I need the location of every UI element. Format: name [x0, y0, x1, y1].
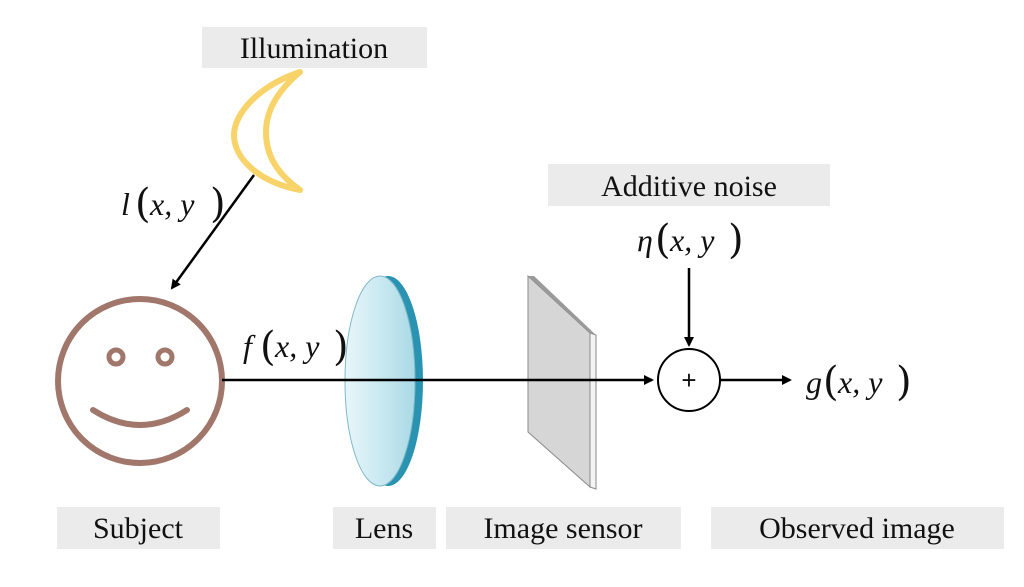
crescent-moon-icon [231, 69, 303, 193]
illumination-arrow [170, 174, 256, 290]
svg-text:l: l [121, 186, 130, 222]
lens-label-box [333, 507, 436, 549]
svg-text:x, y: x, y [149, 186, 195, 222]
image-sensor-label-box [446, 507, 681, 549]
svg-text:): ) [896, 359, 912, 405]
svg-text:): ) [728, 217, 744, 263]
svg-text:(: ( [135, 181, 151, 227]
subject-label-box [57, 507, 220, 549]
svg-text:x, y: x, y [669, 222, 715, 258]
svg-text:g: g [806, 364, 822, 400]
additive-noise-label: Additive noise [601, 170, 777, 203]
svg-text:(: ( [823, 359, 839, 405]
svg-text:+: + [681, 365, 696, 395]
observed-image-label-box [711, 507, 1004, 549]
image-sensor-icon [527, 274, 597, 490]
image-sensor-label: Image sensor [483, 512, 642, 545]
svg-text:(: ( [655, 217, 671, 263]
subject-function: f ( x, y ) [243, 324, 349, 370]
svg-text:f: f [243, 328, 256, 364]
noise-function: η ( x, y ) [637, 217, 744, 263]
svg-text:x, y: x, y [837, 364, 883, 400]
adder-node: + [657, 348, 721, 412]
svg-text:η: η [637, 222, 653, 258]
additive-noise-label-box [548, 164, 830, 206]
output-function: g ( x, y ) [806, 359, 912, 405]
illumination-function: l ( x, y ) [121, 181, 226, 227]
observed-image-label: Observed image [759, 512, 955, 545]
svg-text:(: ( [260, 324, 276, 370]
svg-text:x, y: x, y [274, 328, 320, 364]
svg-text:): ) [210, 181, 226, 227]
subject-label: Subject [93, 512, 184, 545]
illumination-label: Illumination [240, 32, 388, 65]
illumination-label-box [202, 27, 427, 68]
lens-label: Lens [355, 512, 413, 545]
smiley-face-icon [55, 296, 225, 466]
svg-text:): ) [333, 324, 349, 370]
